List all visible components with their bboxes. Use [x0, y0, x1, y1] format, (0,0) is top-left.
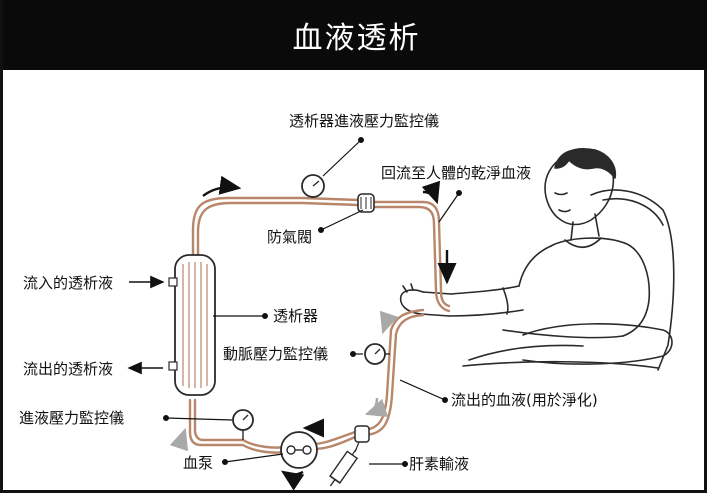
label-inlet-pressure-monitor: 進液壓力監控儀: [19, 409, 124, 427]
arterial-pressure-gauge: [364, 343, 390, 365]
blood-tubing: [188, 196, 451, 454]
dialysate-arrows: [127, 275, 165, 375]
label-return-clean-blood: 回流至人體的乾淨血液: [381, 164, 531, 182]
label-arterial-monitor: 動脈壓力監控儀: [223, 345, 328, 363]
label-dialysate-out: 流出的透析液: [23, 360, 113, 378]
hemodialysis-diagram: 透析器進液壓力監控儀 回流至人體的乾淨血液 防氣閥 流入的透析液 透析器 動脈壓…: [19, 112, 675, 491]
label-air-valve: 防氣閥: [267, 228, 312, 246]
flow-arrows: [169, 175, 457, 491]
blood-pump: [280, 431, 318, 469]
dialyzer-cylinder: [168, 254, 216, 396]
title-bar: 血液透析: [3, 0, 707, 70]
patient-figure: [399, 148, 675, 371]
label-dialysate-in: 流入的透析液: [23, 274, 113, 292]
dialyzer-inlet-gauge: [301, 174, 325, 198]
label-dialyzer: 透析器: [273, 307, 318, 325]
air-valve: [357, 193, 375, 213]
label-blood-out: 流出的血液(用於淨化): [451, 391, 598, 409]
heparin-syringe: [329, 425, 370, 487]
inlet-pressure-gauge: [232, 409, 254, 440]
page-title: 血液透析: [292, 21, 421, 56]
label-heparin-infusion: 肝素輸液: [409, 455, 469, 473]
leader-lines: [163, 137, 463, 468]
label-dialyzer-inlet-monitor: 透析器進液壓力監控儀: [289, 112, 439, 130]
label-blood-pump: 血泵: [183, 454, 213, 472]
